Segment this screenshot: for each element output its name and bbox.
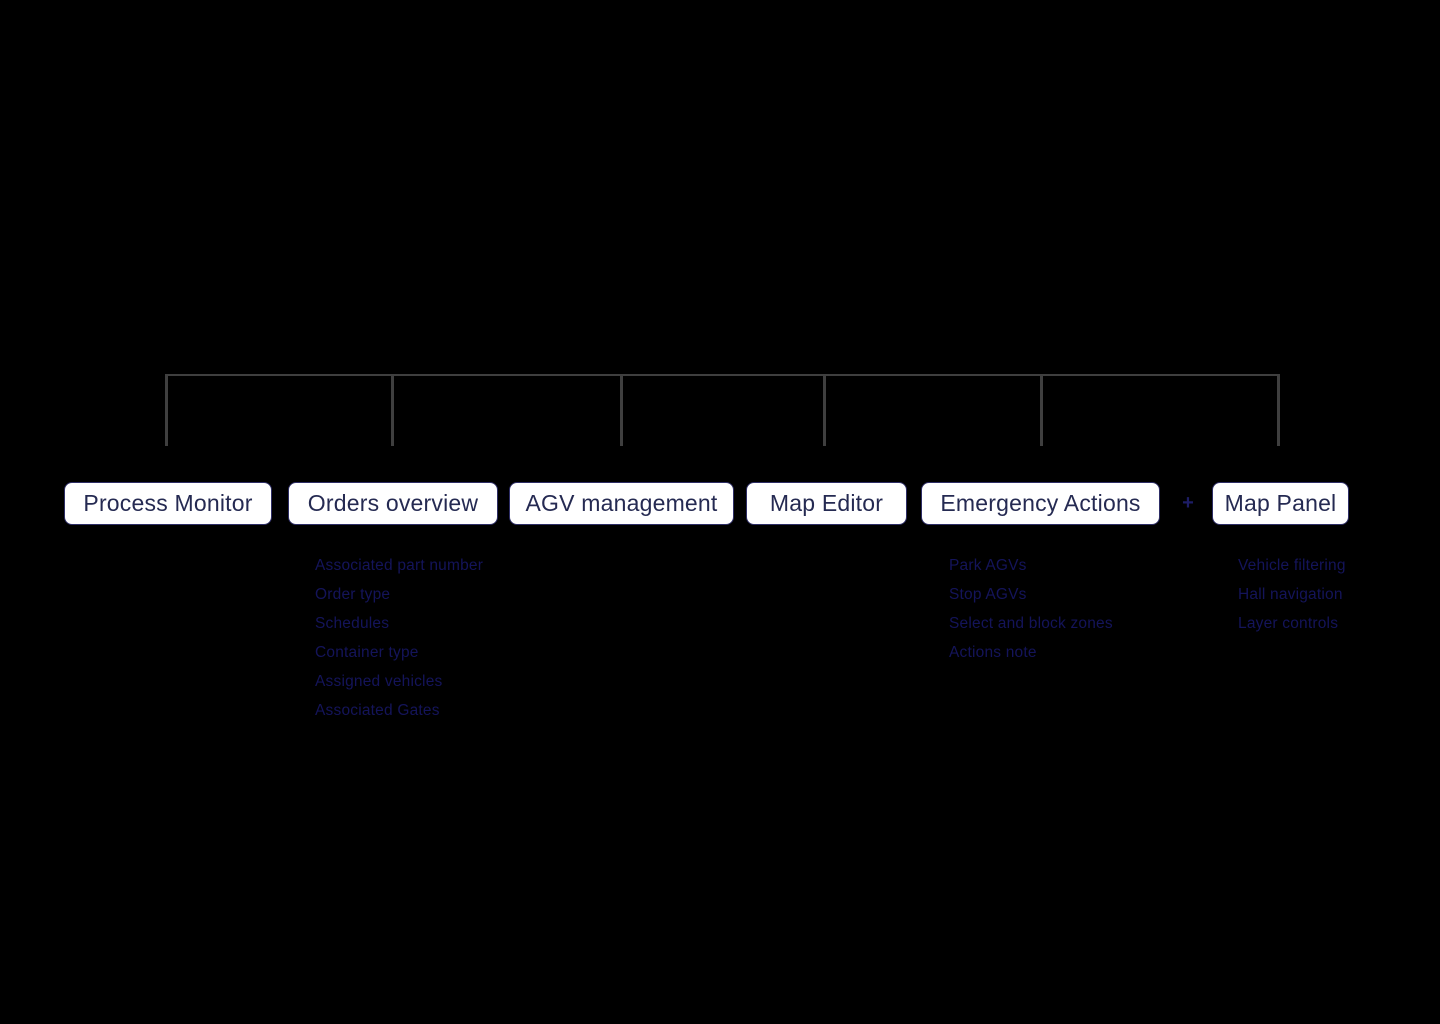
sublist-item: Layer controls: [1238, 615, 1339, 632]
sublist-item: Associated part number: [315, 557, 484, 574]
tree-branch-line-map-panel: [1277, 374, 1280, 446]
node-map-editor: Map Editor: [746, 482, 907, 525]
tree-branch-line-emergency-actions: [1040, 374, 1043, 446]
tree-branch-line-orders-overview: [391, 374, 394, 446]
node-orders-overview: Orders overview: [288, 482, 498, 525]
node-process-monitor: Process Monitor: [64, 482, 272, 525]
plus-separator: +: [1182, 492, 1194, 514]
sublist-item: Assigned vehicles: [315, 673, 443, 690]
node-emergency-actions: Emergency Actions: [921, 482, 1160, 525]
sublist-item: Hall navigation: [1238, 586, 1343, 603]
tree-branch-line-map-editor: [823, 374, 826, 446]
sublist-item: Select and block zones: [949, 615, 1113, 632]
node-agv-management: AGV management: [509, 482, 734, 525]
sublist-orders-overview: Associated part number Order type Schedu…: [315, 551, 483, 725]
sublist-emergency-actions: Park AGVs Stop AGVs Select and block zon…: [949, 551, 1113, 667]
sublist-item: Schedules: [315, 615, 390, 632]
sublist-item: Vehicle filtering: [1238, 557, 1346, 574]
sublist-item: Stop AGVs: [949, 586, 1027, 603]
tree-branch-line-process-monitor: [165, 374, 168, 446]
tree-horizontal-line: [166, 374, 1280, 376]
sublist-item: Park AGVs: [949, 557, 1027, 574]
tree-branch-line-agv-management: [620, 374, 623, 446]
sublist-item: Container type: [315, 644, 419, 661]
sublist-item: Actions note: [949, 644, 1037, 661]
node-map-panel: Map Panel: [1212, 482, 1349, 525]
sublist-map-panel: Vehicle filtering Hall navigation Layer …: [1238, 551, 1346, 638]
sublist-item: Associated Gates: [315, 702, 440, 719]
sublist-item: Order type: [315, 586, 391, 603]
